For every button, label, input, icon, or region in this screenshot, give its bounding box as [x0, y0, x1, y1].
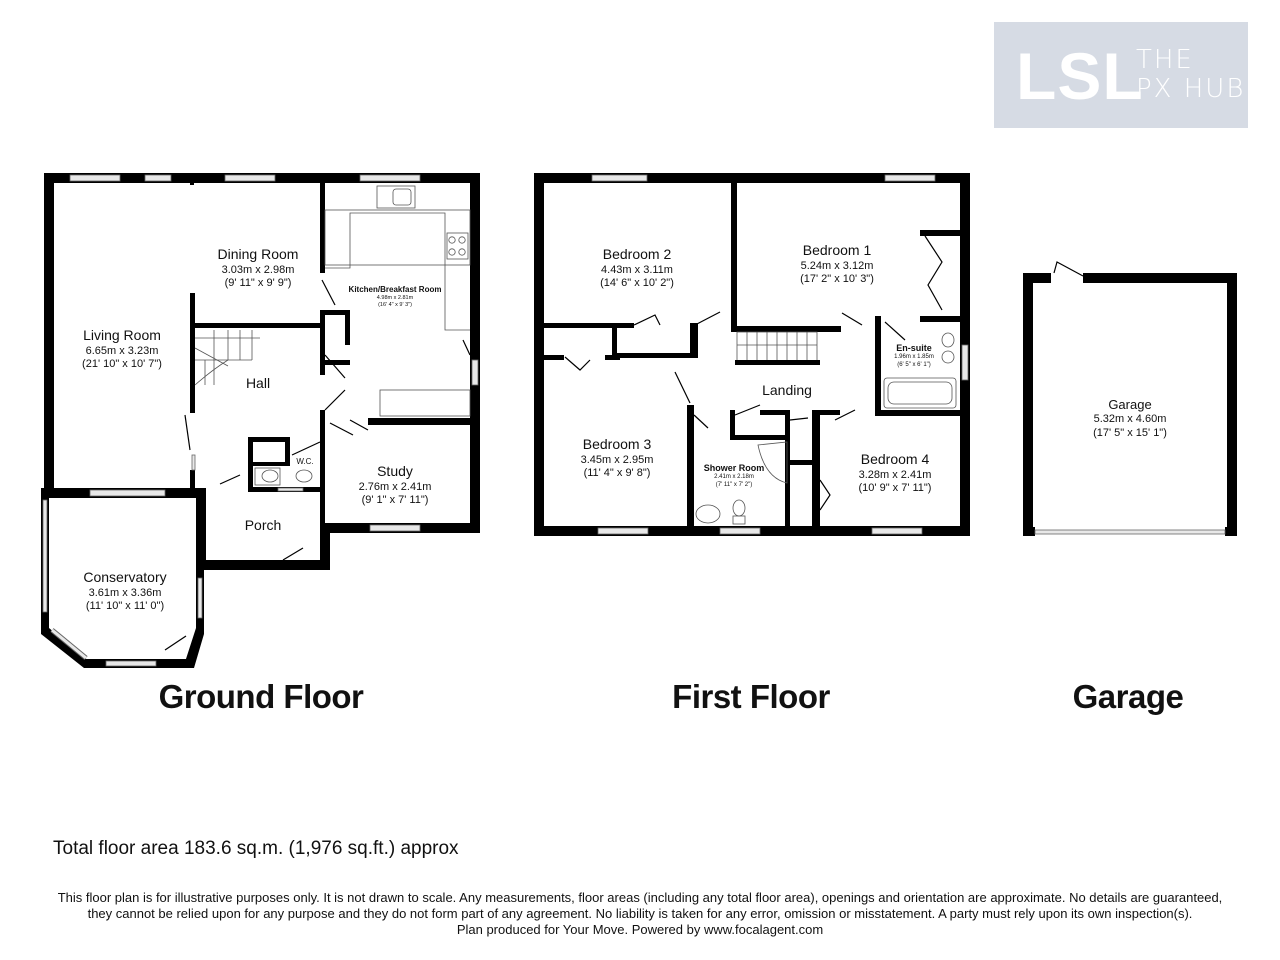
room-imperial: (21' 10" x 10' 7") — [82, 358, 162, 371]
room-name: Hall — [245, 375, 271, 391]
first-floor-plan — [534, 173, 970, 536]
room-metric: 6.65m x 3.23m — [85, 344, 159, 357]
room-metric: 4.43m x 3.11m — [601, 263, 673, 276]
room-imperial: (7' 11" x 7' 2") — [715, 481, 753, 488]
room-metric: 2.41m x 2.18m — [714, 474, 754, 481]
room-imperial: (14' 6" x 10' 2") — [600, 277, 674, 290]
room-metric: 3.61m x 3.36m — [88, 586, 162, 599]
room-name: Landing — [762, 382, 812, 398]
room-label-kitchen: Kitchen/Breakfast Room 4.98m x 2.81m (16… — [349, 285, 442, 309]
garage-title: Garage — [1072, 678, 1184, 715]
room-metric: 2.76m x 2.41m — [358, 480, 432, 493]
room-name: Living Room — [83, 327, 161, 343]
room-label-study: Study 2.76m x 2.41m (9' 1" x 7' 11") — [359, 463, 432, 508]
room-imperial: (11' 4" x 9' 8") — [583, 467, 651, 480]
ground-floor-title: Ground Floor — [158, 678, 364, 715]
room-imperial: (16' 4" x 9' 3") — [378, 301, 412, 308]
room-imperial: (6' 5" x 6' 1") — [897, 361, 931, 368]
room-imperial: (11' 10" x 11' 0") — [85, 600, 165, 613]
room-label-garage: Garage 5.32m x 4.60m (17' 5" x 15' 1") — [1093, 397, 1167, 441]
room-label-conservatory: Conservatory 3.61m x 3.36m (11' 10" x 11… — [83, 569, 166, 614]
room-name: Shower Room — [703, 463, 765, 473]
room-metric: 1.96m x 1.85m — [894, 354, 934, 361]
room-name: Conservatory — [83, 569, 167, 585]
logo-subtitle: THE PX HUB — [1136, 46, 1245, 104]
logo-lsl-text: LSL — [1016, 39, 1144, 113]
room-name: Study — [377, 463, 413, 479]
room-label-hall: Hall — [246, 375, 270, 393]
room-label-dining-room: Dining Room 3.03m x 2.98m (9' 11" x 9' 9… — [218, 246, 299, 291]
room-label-shower-room: Shower Room 2.41m x 2.18m (7' 11" x 7' 2… — [704, 463, 765, 489]
room-name: W.C. — [296, 457, 314, 466]
room-imperial: (17' 5" x 15' 1") — [1093, 427, 1167, 439]
logo-line-1: THE — [1136, 45, 1194, 75]
room-name: Bedroom 4 — [860, 451, 930, 467]
room-label-bedroom-1: Bedroom 1 5.24m x 3.12m (17' 2" x 10' 3"… — [800, 242, 874, 287]
room-label-en-suite: En-suite 1.96m x 1.85m (6' 5" x 6' 1") — [894, 343, 934, 369]
room-imperial: (9' 11" x 9' 9") — [224, 277, 292, 290]
room-metric: 4.98m x 2.81m — [376, 295, 414, 301]
room-metric: 5.24m x 3.12m — [800, 259, 874, 272]
room-imperial: (9' 1" x 7' 11") — [361, 494, 429, 507]
logo-line-2: PX HUB — [1136, 74, 1246, 104]
room-name: Bedroom 3 — [582, 436, 652, 452]
disclaimer-line-3: Plan produced for Your Move. Powered by … — [456, 922, 824, 937]
room-label-landing: Landing — [762, 382, 812, 400]
lsl-px-hub-logo: LSL THE PX HUB — [994, 22, 1248, 128]
total-floor-area: Total floor area 183.6 sq.m. (1,976 sq.f… — [53, 838, 459, 859]
room-name: Garage — [1108, 397, 1152, 412]
first-floor-title: First Floor — [672, 678, 830, 715]
room-label-bedroom-4: Bedroom 4 3.28m x 2.41m (10' 9" x 7' 11"… — [859, 451, 932, 496]
disclaimer: This floor plan is for illustrative purp… — [0, 890, 1280, 938]
room-name: Porch — [244, 517, 282, 533]
room-name: En-suite — [896, 343, 932, 353]
garage-plan — [1023, 261, 1237, 536]
room-imperial: (17' 2" x 10' 3") — [800, 273, 874, 286]
ground-floor-plan — [41, 173, 480, 668]
room-metric: 3.03m x 2.98m — [221, 263, 295, 276]
room-metric: 5.32m x 4.60m — [1093, 413, 1167, 426]
room-name: Bedroom 1 — [802, 242, 872, 258]
room-name: Dining Room — [217, 246, 299, 262]
room-label-bedroom-3: Bedroom 3 3.45m x 2.95m (11' 4" x 9' 8") — [581, 436, 654, 481]
room-label-porch: Porch — [245, 517, 282, 535]
room-label-living-room: Living Room 6.65m x 3.23m (21' 10" x 10'… — [82, 327, 162, 372]
room-metric: 3.45m x 2.95m — [580, 453, 654, 466]
disclaimer-line-2: they cannot be relied upon for any purpo… — [87, 906, 1193, 921]
room-label-wc: W.C. — [296, 457, 313, 467]
disclaimer-line-1: This floor plan is for illustrative purp… — [57, 890, 1223, 905]
room-metric: 3.28m x 2.41m — [858, 468, 932, 481]
room-name: Bedroom 2 — [602, 246, 672, 262]
room-label-bedroom-2: Bedroom 2 4.43m x 3.11m (14' 6" x 10' 2"… — [600, 246, 674, 291]
room-name: Kitchen/Breakfast Room — [348, 285, 442, 294]
room-imperial: (10' 9" x 7' 11") — [858, 482, 932, 495]
